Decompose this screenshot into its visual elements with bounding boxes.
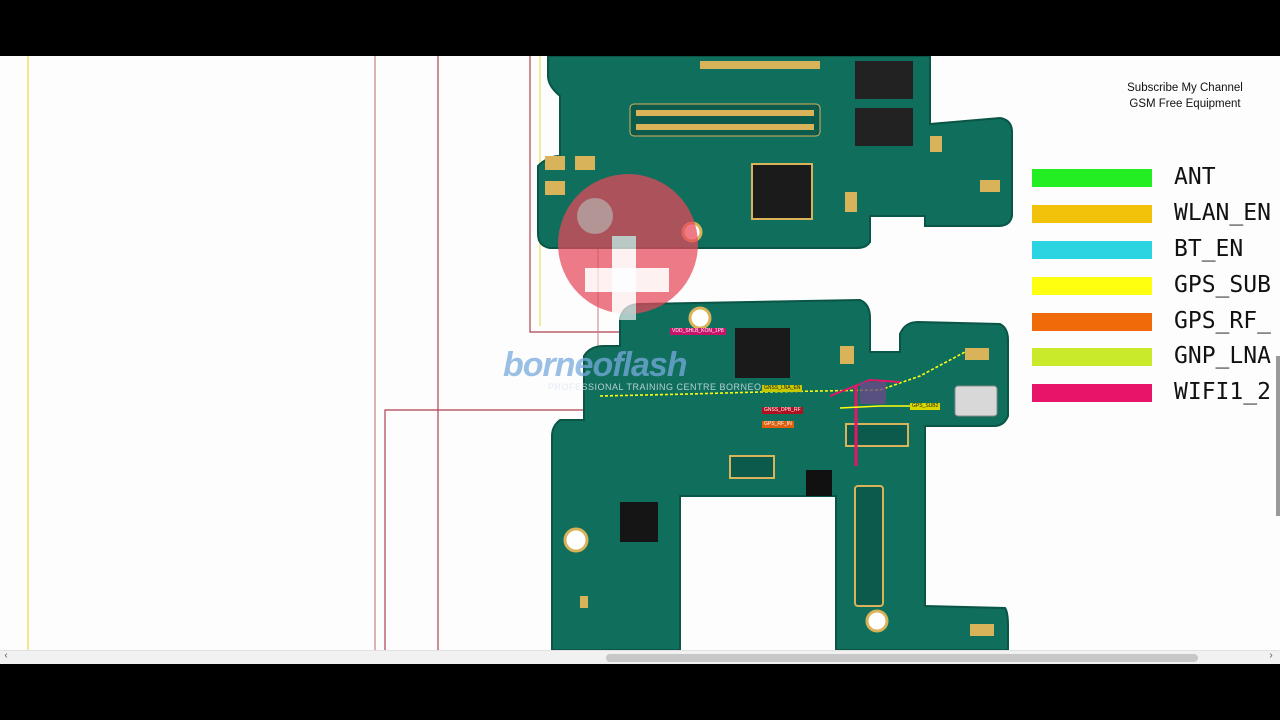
net-label-gnss-lna-en: GNSS_LNA_EN [762,385,803,392]
chip [806,470,832,496]
pcb-board-view [27,56,1013,650]
legend-item-gps-rf: GPS_RF_ [1032,308,1280,334]
legend-label: ANT [1174,164,1216,190]
lower-connector [854,485,884,607]
legend-item-gnp-lna: GNP_LNA [1032,343,1280,369]
legend-label: GNP_LNA [1174,343,1271,369]
legend-label: WLAN_EN [1174,200,1271,226]
chip [735,328,790,378]
legend-item-ant: ANT [1032,164,1280,190]
guide-line [384,409,620,650]
net-gps-sub [599,351,966,397]
legend-swatch [1032,205,1152,223]
upper-connector-pins [636,110,814,130]
legend-item-wifi: WIFI1_2 [1032,379,1280,405]
caption-line-2: GSM Free Equipment [1129,98,1241,110]
letterbox-top [0,0,1280,56]
lower-pcb [551,298,1009,650]
mount-hole [865,609,889,633]
chip [855,61,913,99]
net-label-gps-rf-in: GPS_RF_IN [762,421,794,428]
legend-swatch [1032,241,1152,259]
horizontal-scrollbar[interactable]: ‹ › [0,650,1280,665]
legend-label: WIFI1_2 [1174,379,1271,405]
highlight-block [860,382,886,404]
legend-swatch [1032,348,1152,366]
watermark-brand: borneoflash [503,346,688,384]
upper-connector [629,103,821,137]
mount-hole [688,306,712,330]
shield-can [954,385,998,417]
scroll-right-icon[interactable]: › [1269,650,1273,661]
mount-hole [563,527,589,553]
watermark-logo [558,174,698,320]
chip [855,108,913,146]
chip [751,163,813,220]
horizontal-scrollbar-thumb[interactable] [606,654,1198,662]
connector [729,455,775,479]
legend-swatch [1032,169,1152,187]
guide-line [529,56,640,333]
schematic-viewer[interactable]: borneoflash PROFESSIONAL TRAINING CENTRE… [0,56,1280,650]
legend-label: GPS_RF_ [1174,308,1271,334]
net-label-gnss-dpb-rf: GNSS_DPB_RF [762,407,803,414]
net-wifi [829,378,901,397]
legend-swatch [1032,384,1152,402]
legend-item-bt-en: BT_EN [1032,236,1280,262]
legend-label: BT_EN [1174,236,1244,262]
upper-pads [545,61,1000,212]
lower-pads [580,346,994,636]
letterbox-bottom [0,664,1280,720]
scroll-left-icon[interactable]: ‹ [4,650,8,661]
vertical-scrollbar-thumb[interactable] [1276,356,1280,516]
legend-item-wlan-en: WLAN_EN [1032,200,1280,226]
net-label-gps-sub2: GPS_SUB2 [910,403,941,410]
net-label-vdd: VDD_SHLB_KON_1P8 [670,328,726,335]
legend-label: GPS_SUB [1174,272,1271,298]
chip [620,502,658,542]
watermark-tagline: PROFESSIONAL TRAINING CENTRE BORNEO [548,382,762,392]
caption-line-1: Subscribe My Channel [1127,82,1243,94]
legend-swatch [1032,277,1152,295]
channel-caption: Subscribe My Channel GSM Free Equipment [1100,80,1270,112]
connector [845,423,909,447]
legend-swatch [1032,313,1152,331]
legend-item-gps-sub: GPS_SUB [1032,272,1280,298]
